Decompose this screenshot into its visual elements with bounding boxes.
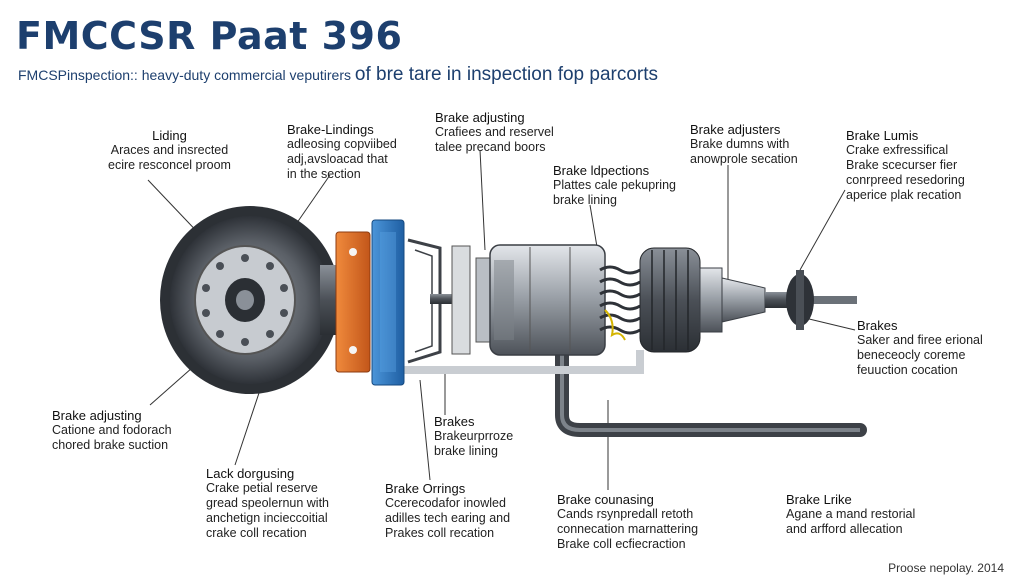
callout-brake-lumis: Brake Lumis Crake exfressifical Brake sc… [846,128,965,202]
callout-brake-lindings: Brake-Lindings adleosing copviibed adj,a… [287,122,397,181]
actuator-rod [430,294,470,304]
callout-brake-orrings: Brake Orrings Ccerecodafor inowled adill… [385,481,511,540]
brake-drum [160,206,340,394]
subtitle-part-2: of bre tare in inspection fop parcorts [354,64,659,85]
page-title: FMCCSR Paat 396 [16,14,403,58]
callout-brake-lrike: Brake Lrike Agane a mand restorial and a… [786,492,916,536]
callout-brake-counasing: Brake counasing Cands rsynpredall retoth… [557,492,699,551]
air-line-tube [555,345,867,437]
footer-credit: Proose nepolay. 2014 [888,561,1004,575]
callout-brake-adjusting-left: Brake adjusting Catione and fodorach cho… [52,408,172,452]
callout-brake-adjusters: Brake adjusters Brake dumns with anowpro… [690,122,798,166]
callout-liding: Liding Araces and insrected ecire rescon… [108,128,231,172]
push-rod-shaft [721,277,857,323]
hub-connector [320,265,340,335]
callout-brake-adjusting-top: Brake adjusting Crafiees and reservel ta… [435,110,554,154]
callout-brakes-right: Brakes Saker and firee erional beneceocl… [857,318,983,377]
lower-tube [400,350,644,374]
slack-adjuster-plate [451,245,471,355]
clevis-joint [786,270,814,330]
page-subtitle: FMCSPinspection:: heavy-duty commercial … [18,64,658,86]
callout-brake-idpections: Brake ldpections Plattes cale pekupring … [553,163,676,207]
ridged-housing [639,247,723,353]
backing-plate [371,219,405,386]
callout-lack-dorgusing: Lack dorgusing Crake petial reserve grea… [206,466,329,540]
callout-brakes-mid: Brakes Brakeurprroze brake lining [434,414,514,458]
subtitle-part-1: FMCSPinspection:: heavy-duty commercial … [18,67,355,83]
mounting-flange [335,231,371,373]
spring-coil [599,265,641,335]
sensor-wire [604,309,626,341]
brake-chamber-body [489,244,606,356]
